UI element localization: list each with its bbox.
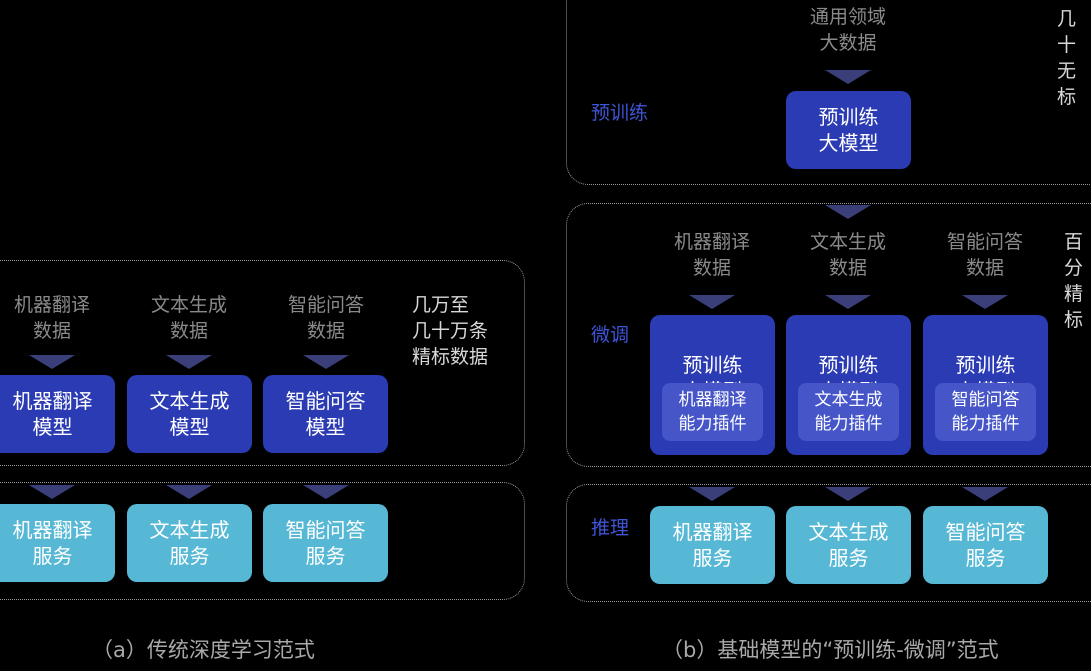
panel-a-model-generation: 文本生成 模型 <box>127 375 252 453</box>
arrow-down <box>825 295 871 309</box>
arrow-down <box>29 485 75 499</box>
arrow-down <box>962 487 1008 501</box>
panel-a-data-label-translation: 机器翻译 数据 <box>13 294 90 342</box>
arrow-down <box>689 295 735 309</box>
panel-b-finetune-data-translation: 机器翻译 数据 <box>673 231 750 279</box>
panel-a-service-qa: 智能问答 服务 <box>263 504 388 582</box>
panel-a-model-qa: 智能问答 模型 <box>263 375 388 453</box>
panel-b-finetune-data-generation: 文本生成 数据 <box>809 231 886 279</box>
translation-plugin: 机器翻译 能力插件 <box>662 383 763 441</box>
panel-b-pretrain-model: 预训练 大模型 <box>786 91 911 169</box>
panel-b-pretrain-data-size-note: 几十 无标 <box>1057 8 1077 108</box>
stage-label-finetune: 微调 <box>591 324 630 346</box>
panel-a-service-generation: 文本生成 服务 <box>127 504 252 582</box>
panel-a-data-label-qa: 智能问答 数据 <box>287 294 364 342</box>
arrow-down <box>962 295 1008 309</box>
arrow-down <box>166 485 212 499</box>
panel-b-finetune-model-generation: 预训练 大模型 文本生成 能力插件 <box>786 315 911 455</box>
stage-label-pretrain: 预训练 <box>591 102 649 124</box>
panel-b-finetune-data-size-note: 百分 精标 <box>1064 231 1084 331</box>
panel-b-pretrain-data-label: 通用领域 大数据 <box>809 6 886 54</box>
panel-a-data-size-note: 几万至 几十万条 精标数据 <box>412 294 489 368</box>
arrow-down <box>303 485 349 499</box>
panel-b-caption: （b）基础模型的“预训练-微调”范式 <box>662 638 999 662</box>
arrow-down <box>303 355 349 369</box>
arrow-down <box>825 70 871 84</box>
arrow-down <box>689 487 735 501</box>
arrow-down <box>29 355 75 369</box>
panel-b-service-generation: 文本生成 服务 <box>786 506 911 584</box>
panel-b-pretrain-frame <box>566 0 1091 185</box>
generation-plugin: 文本生成 能力插件 <box>798 383 899 441</box>
panel-b-finetune-data-qa: 智能问答 数据 <box>946 231 1023 279</box>
panel-a-training-frame <box>0 260 525 466</box>
qa-plugin: 智能问答 能力插件 <box>935 383 1036 441</box>
panel-a-model-translation: 机器翻译 模型 <box>0 375 115 453</box>
panel-b-finetune-model-translation: 预训练 大模型 机器翻译 能力插件 <box>650 315 775 455</box>
panel-b-inference-frame <box>566 484 1091 602</box>
panel-a-service-frame <box>0 482 525 600</box>
stage-label-inference: 推理 <box>591 517 630 539</box>
panel-b-service-translation: 机器翻译 服务 <box>650 506 775 584</box>
panel-b-finetune-frame <box>566 203 1091 467</box>
panel-a-data-label-generation: 文本生成 数据 <box>150 294 227 342</box>
arrow-down <box>825 205 871 219</box>
arrow-down <box>825 487 871 501</box>
panel-b-service-qa: 智能问答 服务 <box>923 506 1048 584</box>
panel-a-caption: （a）传统深度学习范式 <box>92 638 315 662</box>
panel-b-finetune-model-qa: 预训练 大模型 智能问答 能力插件 <box>923 315 1048 455</box>
panel-a-service-translation: 机器翻译 服务 <box>0 504 115 582</box>
arrow-down <box>166 355 212 369</box>
